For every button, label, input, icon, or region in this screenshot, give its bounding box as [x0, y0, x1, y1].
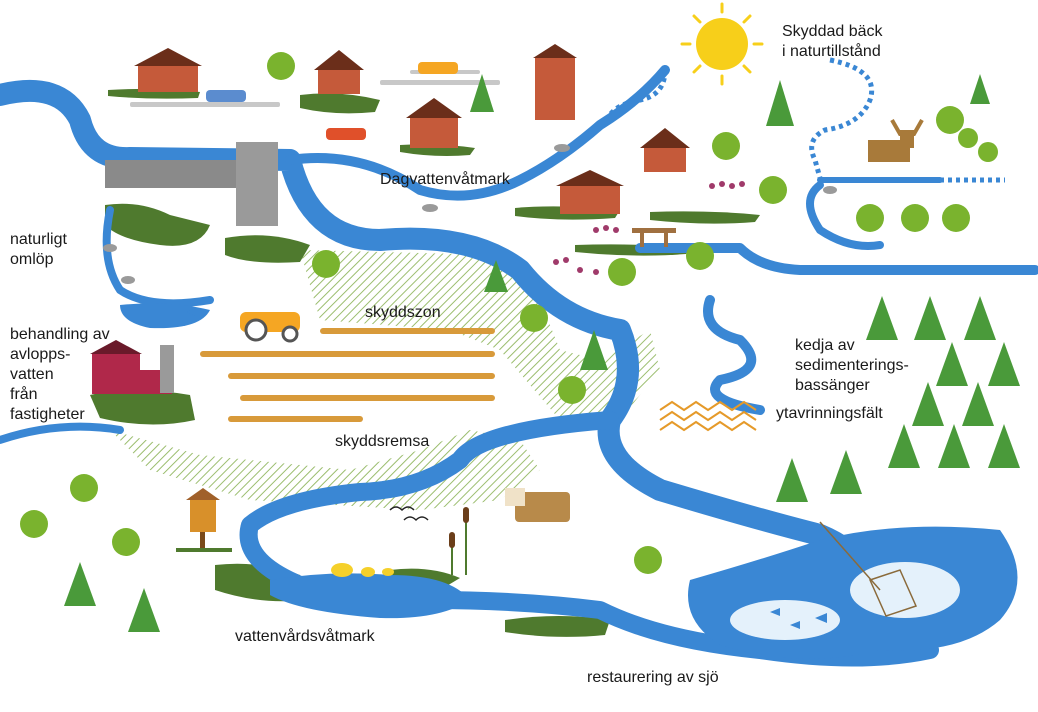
runoff-field-label: ytavrinningsfält — [776, 405, 883, 422]
rock-icon — [103, 144, 837, 284]
moose-icon — [868, 119, 924, 162]
duck-icon — [331, 563, 394, 577]
dam-building-icon — [105, 142, 278, 226]
car-icon — [206, 62, 458, 140]
house-icon — [134, 44, 690, 214]
picnic-table-icon — [632, 228, 676, 247]
cow-icon — [505, 488, 570, 522]
tree-icon — [20, 52, 998, 574]
field-rows — [200, 328, 495, 422]
bird-icon — [389, 506, 429, 522]
birdhouse-icon — [176, 488, 232, 552]
flower-icon — [553, 181, 745, 275]
wetland-pond — [120, 303, 470, 619]
sewage-treatment-label: behandling av avlopps- vatten från fasti… — [10, 326, 110, 423]
fish-icon — [150, 308, 196, 322]
stormwater-wetland-label: Dagvattenvåtmark — [380, 171, 510, 188]
lake — [688, 526, 1018, 659]
buffer-strip-label: skyddsremsa — [335, 433, 430, 450]
pine-tree-icon — [64, 74, 1020, 632]
lake-restoration-label: restaurering av sjö — [587, 669, 719, 686]
buffer-zone-label: skyddszon — [365, 304, 441, 321]
fishing-net-icon — [819, 521, 918, 617]
protected-stream-label: Skyddad bäck i naturtillstånd — [782, 23, 883, 60]
tractor-icon — [240, 312, 300, 343]
sun-icon — [680, 2, 764, 86]
dotted-stream — [602, 57, 1005, 183]
barn-icon — [90, 340, 174, 394]
natural-bypass-label: naturligt omlöp — [10, 231, 67, 268]
sedimentation-ponds-label: kedja av sedimenterings- bassänger — [795, 337, 909, 394]
cattail-icon — [449, 507, 469, 575]
water-conservation-wetland-label: vattenvårdsvåtmark — [235, 628, 375, 645]
runoff-field-icon — [659, 400, 757, 432]
